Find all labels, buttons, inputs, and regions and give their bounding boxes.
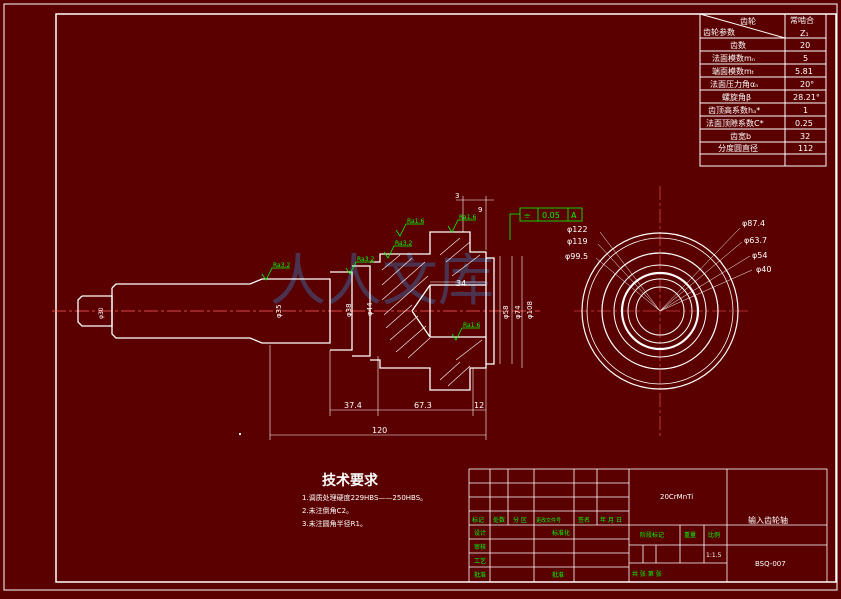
table-header-top: 齿轮 bbox=[740, 16, 756, 26]
tb-label-mark: 标记 bbox=[472, 516, 484, 524]
table-value-z1: Z₁ bbox=[800, 29, 809, 38]
row-label-face-width: 齿宽b bbox=[730, 131, 751, 141]
tb-label-design: 设计 bbox=[474, 529, 486, 537]
circle-dim-40: φ40 bbox=[756, 265, 771, 274]
dim-len-37-4: 37.4 bbox=[344, 401, 362, 410]
row-value-helix-angle: 28.21° bbox=[793, 93, 820, 102]
tolerance-frame bbox=[509, 207, 583, 240]
dim-len-9: 9 bbox=[478, 206, 482, 214]
dim-inner3: φ108 bbox=[526, 301, 534, 319]
row-label-pitch-diameter: 分度圆直径 bbox=[718, 143, 758, 153]
row-value-face-width: 32 bbox=[800, 132, 810, 141]
table-header-right: 常啮合 bbox=[790, 15, 814, 25]
roughness-label-2: Ra3.2 bbox=[357, 256, 374, 263]
roughness-label-3: Ra1.6 bbox=[407, 218, 424, 225]
circle-dim-54: φ54 bbox=[752, 251, 767, 260]
roughness-label-4: Ra1.6 bbox=[459, 214, 476, 221]
section-hatching bbox=[381, 237, 483, 387]
tb-label-zone: 分 区 bbox=[513, 516, 527, 524]
tech-req-item-2: 2.未注倒角C2。 bbox=[302, 506, 353, 515]
dim-inner1: φ58 bbox=[502, 305, 510, 319]
tech-req-title: 技术要求 bbox=[322, 472, 379, 489]
shaft-side-view bbox=[52, 231, 540, 391]
circle-dim-122: φ122 bbox=[567, 225, 588, 234]
tb-label-count: 处数 bbox=[493, 516, 505, 524]
row-value-teeth: 20 bbox=[800, 41, 810, 50]
row-label-clearance: 法面顶隙系数C* bbox=[706, 118, 764, 128]
dim-len-3: 3 bbox=[455, 192, 459, 200]
tb-label-approve: 批准 bbox=[474, 571, 486, 579]
dim-len-total: 120 bbox=[372, 426, 387, 435]
row-label-pressure-angle: 法面压力角αₙ bbox=[710, 79, 758, 89]
tb-material: 20CrMnTi bbox=[660, 493, 693, 501]
dim-shaft3: φ44 bbox=[366, 302, 374, 316]
roughness-label-6: Ra1.6 bbox=[463, 322, 480, 329]
tech-req-item-1: 1.调质处理硬度229HBS——250HBS。 bbox=[302, 493, 427, 502]
circle-dim-99-5: φ99.5 bbox=[565, 252, 588, 261]
tolerance-value: 0.05 bbox=[542, 211, 560, 220]
dim-len-34: 34 bbox=[456, 279, 466, 288]
gear-parameter-table: 齿轮 齿轮参数 常啮合 Z₁ 齿数 20 法面模数mₙ 5 端面模数mₜ 5.8… bbox=[699, 13, 827, 167]
row-value-addendum: 1 bbox=[803, 106, 808, 115]
tb-label-change-doc: 更改文件号 bbox=[536, 517, 561, 524]
row-value-pressure-angle: 20° bbox=[800, 80, 814, 89]
tb-label-sign: 签名 bbox=[578, 516, 590, 524]
tb-label-standardize: 标准化 bbox=[552, 529, 570, 537]
tb-part-name: 输入齿轮轴 bbox=[748, 515, 788, 525]
dim-len-12: 12 bbox=[474, 401, 484, 410]
circle-dim-63-7: φ63.7 bbox=[744, 236, 767, 245]
tb-label-review: 审核 bbox=[474, 543, 486, 551]
dim-inner2: φ74 bbox=[514, 305, 522, 319]
row-label-teeth: 齿数 bbox=[730, 40, 746, 50]
roughness-label-5: Ra3.2 bbox=[395, 240, 412, 247]
tb-label-stage-mark: 阶段标记 bbox=[640, 531, 664, 539]
tb-label-approve-2: 批准 bbox=[552, 571, 564, 579]
table-header-bottom: 齿轮参数 bbox=[703, 27, 735, 37]
watermark-text: 人人文库 bbox=[270, 249, 494, 314]
row-value-transverse-module: 5.81 bbox=[795, 67, 813, 76]
row-label-transverse-module: 端面模数mₜ bbox=[712, 66, 754, 76]
dimension-lines bbox=[269, 196, 523, 440]
tb-label-scale: 比例 bbox=[708, 531, 720, 539]
circle-dim-119: φ119 bbox=[567, 237, 588, 246]
roughness-label-1: Ra3.2 bbox=[273, 262, 290, 269]
tolerance-datum: A bbox=[571, 211, 577, 220]
tb-scale-value: 1:1.5 bbox=[706, 552, 722, 559]
circle-dim-87-4: φ87.4 bbox=[742, 219, 765, 228]
tech-req-item-3: 3.未注圆角半径R1。 bbox=[302, 519, 367, 528]
outer-border bbox=[3, 3, 838, 591]
title-block bbox=[468, 468, 828, 583]
tb-label-sheets: 共 张 第 张 bbox=[632, 570, 662, 578]
row-value-normal-module: 5 bbox=[803, 54, 808, 63]
row-value-clearance: 0.25 bbox=[795, 119, 813, 128]
tb-drawing-no: BSQ-007 bbox=[755, 560, 786, 568]
row-label-helix-angle: 螺旋角β bbox=[722, 92, 751, 102]
tb-label-craft: 工艺 bbox=[474, 557, 486, 565]
tb-label-weight: 重量 bbox=[684, 531, 696, 539]
row-label-normal-module: 法面模数mₙ bbox=[712, 53, 755, 63]
tolerance-symbol: ⌯ bbox=[524, 211, 531, 220]
dim-len-67-3: 67.3 bbox=[414, 401, 432, 410]
inner-border bbox=[55, 13, 837, 583]
tb-label-date: 年 月 日 bbox=[600, 516, 622, 524]
dim-shaft2: φ38 bbox=[345, 303, 353, 317]
row-value-pitch-diameter: 112 bbox=[798, 144, 813, 153]
dim-left-end: φ30 bbox=[98, 307, 105, 319]
dim-shaft1: φ35 bbox=[275, 304, 283, 318]
row-label-addendum: 齿顶高系数hₐ* bbox=[708, 105, 760, 115]
gear-end-view bbox=[574, 186, 753, 438]
stray-dot bbox=[239, 433, 241, 435]
roughness-marks bbox=[261, 219, 480, 341]
